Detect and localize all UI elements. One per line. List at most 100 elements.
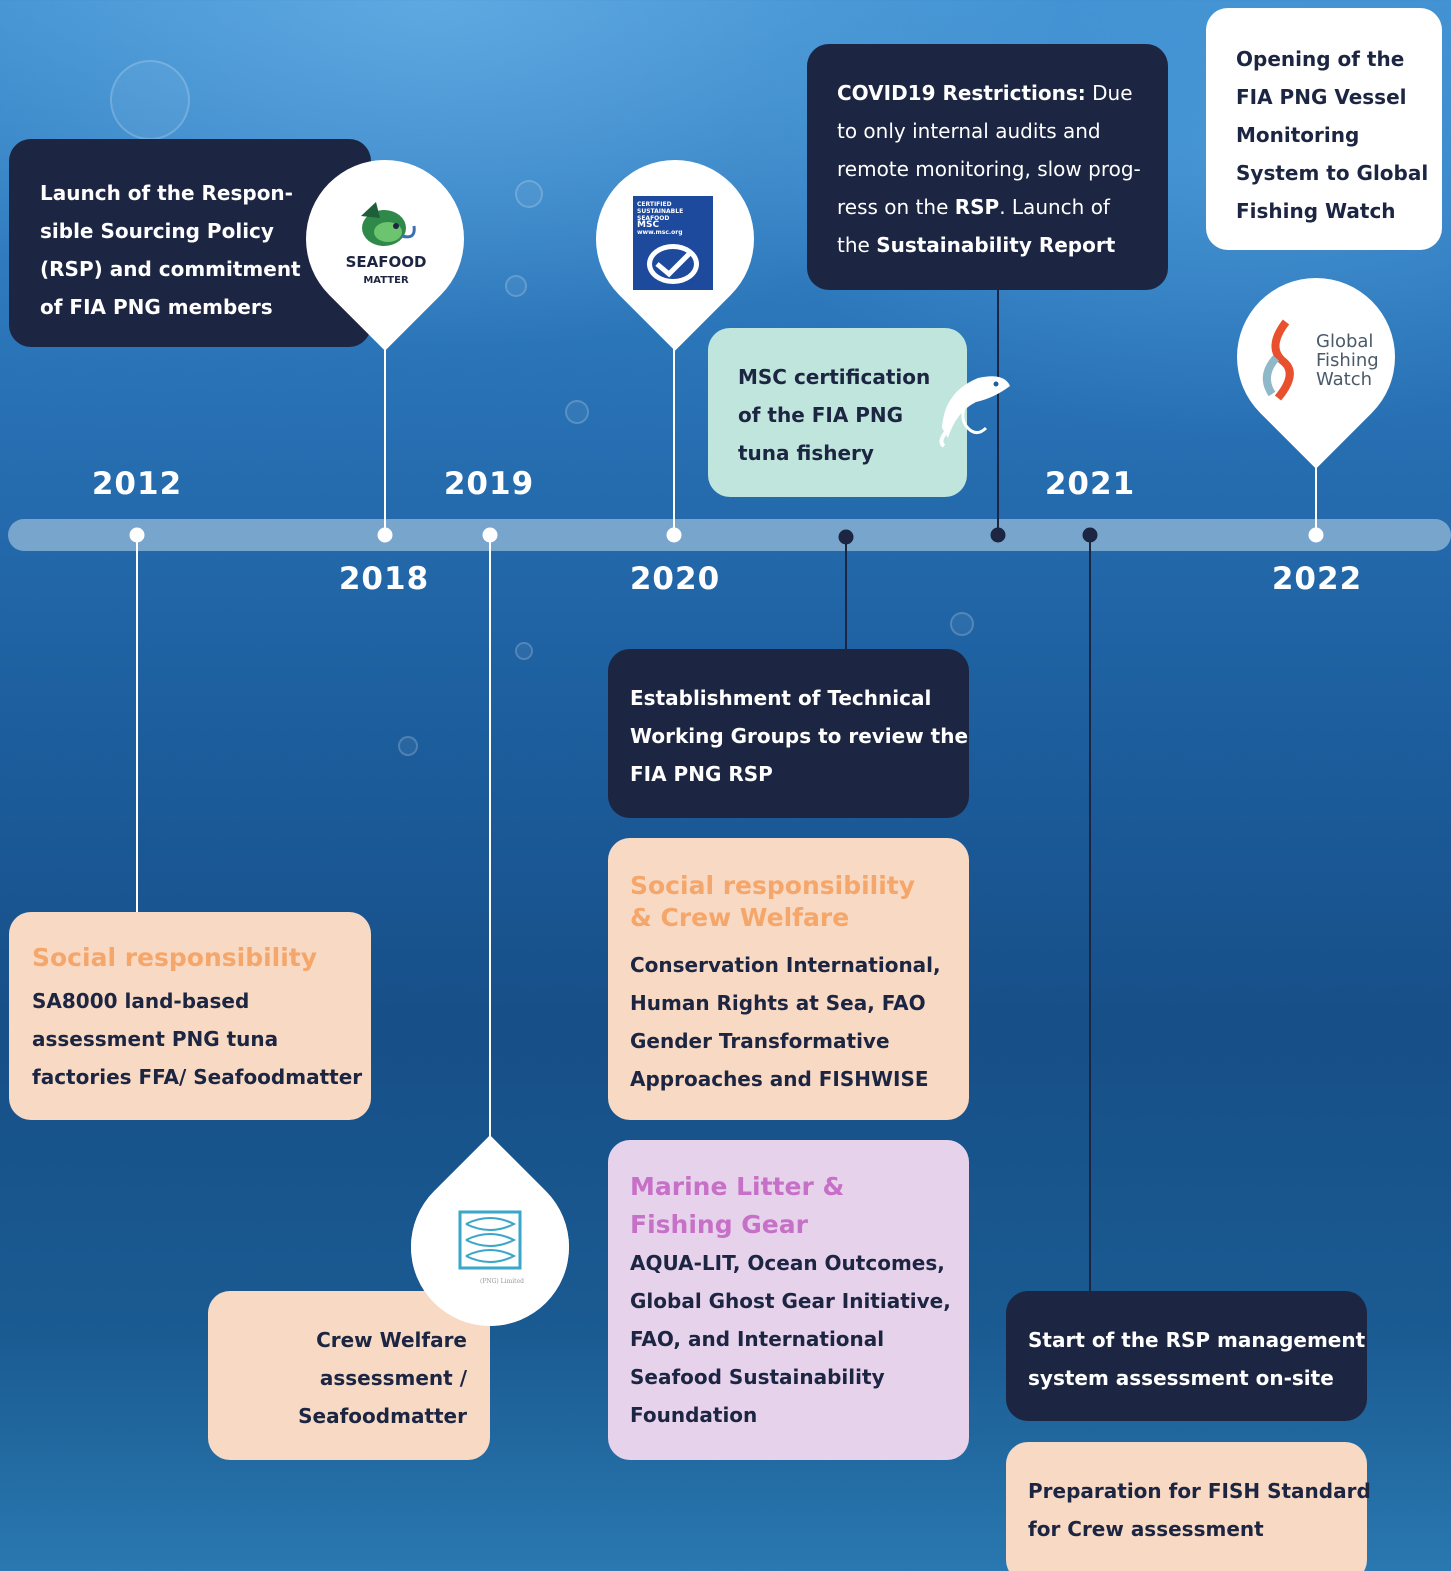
social-responsibility-heading: Social responsibility bbox=[32, 943, 318, 972]
marine-litter-line: Seafood Sustainability bbox=[630, 1365, 885, 1389]
fish-standard-line: for Crew assessment bbox=[1028, 1517, 1264, 1541]
social-line: assessment PNG tuna bbox=[32, 1027, 279, 1051]
rsp-launch-line: Launch of the Respon- bbox=[40, 181, 293, 205]
connector-line-2018 bbox=[384, 330, 386, 535]
crew-welfare-line: Crew Welfare bbox=[316, 1328, 467, 1352]
marine-litter-line: FAO, and International bbox=[630, 1327, 885, 1351]
gfw-text: Global bbox=[1316, 331, 1374, 352]
year-label-2019: 2019 bbox=[443, 466, 535, 502]
fish-standard-card: Preparation for FISH Standard for Crew a… bbox=[1006, 1442, 1371, 1571]
social-crew-heading: & Crew Welfare bbox=[630, 903, 850, 932]
connector-line-twg bbox=[845, 537, 847, 649]
fish-logo-caption: (PNG) Limited bbox=[480, 1278, 524, 1285]
year-label-2022: 2022 bbox=[1271, 561, 1363, 597]
rsp-launch-line: of FIA PNG members bbox=[40, 295, 273, 319]
year-label-2021: 2021 bbox=[1044, 466, 1136, 502]
marine-litter-line: AQUA-LIT, Ocean Outcomes, bbox=[630, 1251, 945, 1275]
social-crew-line: Human Rights at Sea, FAO bbox=[630, 991, 926, 1015]
marine-litter-line: Global Ghost Gear Initiative, bbox=[630, 1289, 951, 1313]
timeline-bar bbox=[8, 519, 1451, 551]
crew-welfare-card: Crew Welfare assessment / Seafoodmatter bbox=[208, 1291, 490, 1460]
msc-text: SUSTAINABLE bbox=[637, 208, 684, 215]
fish-emblem-icon bbox=[361, 202, 416, 246]
decorative-bubble bbox=[950, 612, 974, 636]
msc-text: CERTIFIED bbox=[637, 201, 672, 208]
vms-card: Opening of the FIA PNG Vessel Monitoring… bbox=[1206, 8, 1442, 250]
vms-line: FIA PNG Vessel bbox=[1236, 85, 1407, 109]
covid-bold: RSP bbox=[954, 195, 1000, 219]
fish-net-icon bbox=[458, 1210, 522, 1270]
msc-text: SEAFOOD bbox=[637, 215, 670, 222]
covid-text: ress on the bbox=[837, 195, 955, 219]
covid-line: COVID19 Restrictions: Due bbox=[837, 74, 1168, 112]
covid-bold-lead: COVID19 Restrictions: bbox=[837, 81, 1086, 105]
rsp-assessment-card: Start of the RSP management system asses… bbox=[1006, 1291, 1367, 1421]
msc-logo: CERTIFIED SUSTAINABLE SEAFOOD MSC www.ms… bbox=[633, 196, 713, 290]
msc-cert-line: tuna fishery bbox=[738, 441, 874, 465]
rsp-assessment-line: system assessment on-site bbox=[1028, 1366, 1334, 1390]
gfw-text: Watch bbox=[1316, 369, 1373, 390]
marine-litter-heading: Fishing Gear bbox=[630, 1210, 808, 1239]
covid-card: COVID19 Restrictions: Due to only intern… bbox=[807, 44, 1168, 290]
year-label-2020: 2020 bbox=[629, 561, 721, 597]
decorative-bubble bbox=[398, 736, 418, 756]
year-label-2018: 2018 bbox=[338, 561, 430, 597]
fish-logo-overlay: (PNG) Limited bbox=[450, 1210, 530, 1290]
timeline-dot-2018 bbox=[377, 527, 393, 543]
decorative-bubble bbox=[515, 180, 543, 208]
jumping-fish-icon bbox=[939, 376, 1010, 448]
covid-bold: Sustainability Report bbox=[876, 233, 1116, 257]
timeline-dot-2021 bbox=[1082, 527, 1098, 543]
connector-line-covid bbox=[997, 290, 999, 535]
crew-welfare-line: assessment / bbox=[319, 1366, 467, 1390]
timeline-dot-2012 bbox=[129, 527, 145, 543]
decorative-bubble bbox=[505, 275, 527, 297]
vms-line: Opening of the bbox=[1236, 47, 1405, 71]
marine-litter-card: Marine Litter & Fishing Gear AQUA-LIT, O… bbox=[608, 1140, 969, 1460]
rsp-launch-line: sible Sourcing Policy bbox=[40, 219, 274, 243]
fish-standard-line: Preparation for FISH Standard bbox=[1028, 1479, 1371, 1503]
rsp-launch-line: (RSP) and commitment bbox=[40, 257, 301, 281]
social-line: SA8000 land-based bbox=[32, 989, 250, 1013]
social-line: factories FFA/ Seafoodmatter bbox=[32, 1065, 363, 1089]
vms-line: Fishing Watch bbox=[1236, 199, 1396, 223]
msc-certification-card: MSC certification of the FIA PNG tuna fi… bbox=[708, 328, 967, 497]
rsp-assessment-line: Start of the RSP management bbox=[1028, 1328, 1366, 1352]
social-crew-line: Conservation International, bbox=[630, 953, 941, 977]
decorative-bubble bbox=[565, 400, 589, 424]
covid-line: ress on the RSP. Launch of bbox=[837, 188, 1168, 226]
timeline-dot-2020 bbox=[666, 527, 682, 543]
timeline-dot-2022 bbox=[1308, 527, 1324, 543]
seafood-matter-word: SEAFOOD bbox=[345, 253, 427, 271]
social-crew-heading: Social responsibility bbox=[630, 871, 916, 900]
social-crew-welfare-card: Social responsibility & Crew Welfare Con… bbox=[608, 838, 969, 1120]
social-crew-line: Gender Transformative bbox=[630, 1029, 890, 1053]
decorative-bubble bbox=[515, 642, 533, 660]
connector-line-2022 bbox=[1315, 440, 1317, 535]
twg-line: Working Groups to review the bbox=[630, 724, 969, 748]
marine-litter-line: Foundation bbox=[630, 1403, 758, 1427]
connector-line-2021 bbox=[1089, 535, 1091, 1291]
connector-line-2019 bbox=[489, 535, 491, 1140]
global-fishing-watch-logo: Global Fishing Watch bbox=[1258, 318, 1388, 408]
vms-line: System to Global bbox=[1236, 161, 1429, 185]
decorative-bubble bbox=[110, 60, 190, 140]
twg-card: Establishment of Technical Working Group… bbox=[608, 649, 969, 818]
social-responsibility-card: Social responsibility SA8000 land-based … bbox=[9, 912, 371, 1120]
twg-line: FIA PNG RSP bbox=[630, 762, 773, 786]
timeline-dot-2019 bbox=[482, 527, 498, 543]
gfw-swirl-icon bbox=[1262, 319, 1294, 401]
msc-cert-line: of the FIA PNG bbox=[738, 403, 904, 427]
seafood-matter-word: MATTER bbox=[363, 275, 409, 286]
twg-line: Establishment of Technical bbox=[630, 686, 932, 710]
covid-lead-rest: Due bbox=[1085, 81, 1133, 105]
marine-litter-heading: Marine Litter & bbox=[630, 1172, 845, 1201]
timeline-dot-twg bbox=[838, 529, 854, 545]
vms-line: Monitoring bbox=[1236, 123, 1360, 147]
covid-text: the bbox=[837, 233, 877, 257]
social-crew-line: Approaches and FISHWISE bbox=[630, 1067, 929, 1091]
covid-text: . Launch of bbox=[999, 195, 1110, 219]
covid-line: to only internal audits and bbox=[837, 119, 1101, 143]
crew-welfare-line: Seafoodmatter bbox=[298, 1404, 467, 1428]
seafood-matter-logo: SEAFOOD MATTER bbox=[336, 196, 436, 296]
